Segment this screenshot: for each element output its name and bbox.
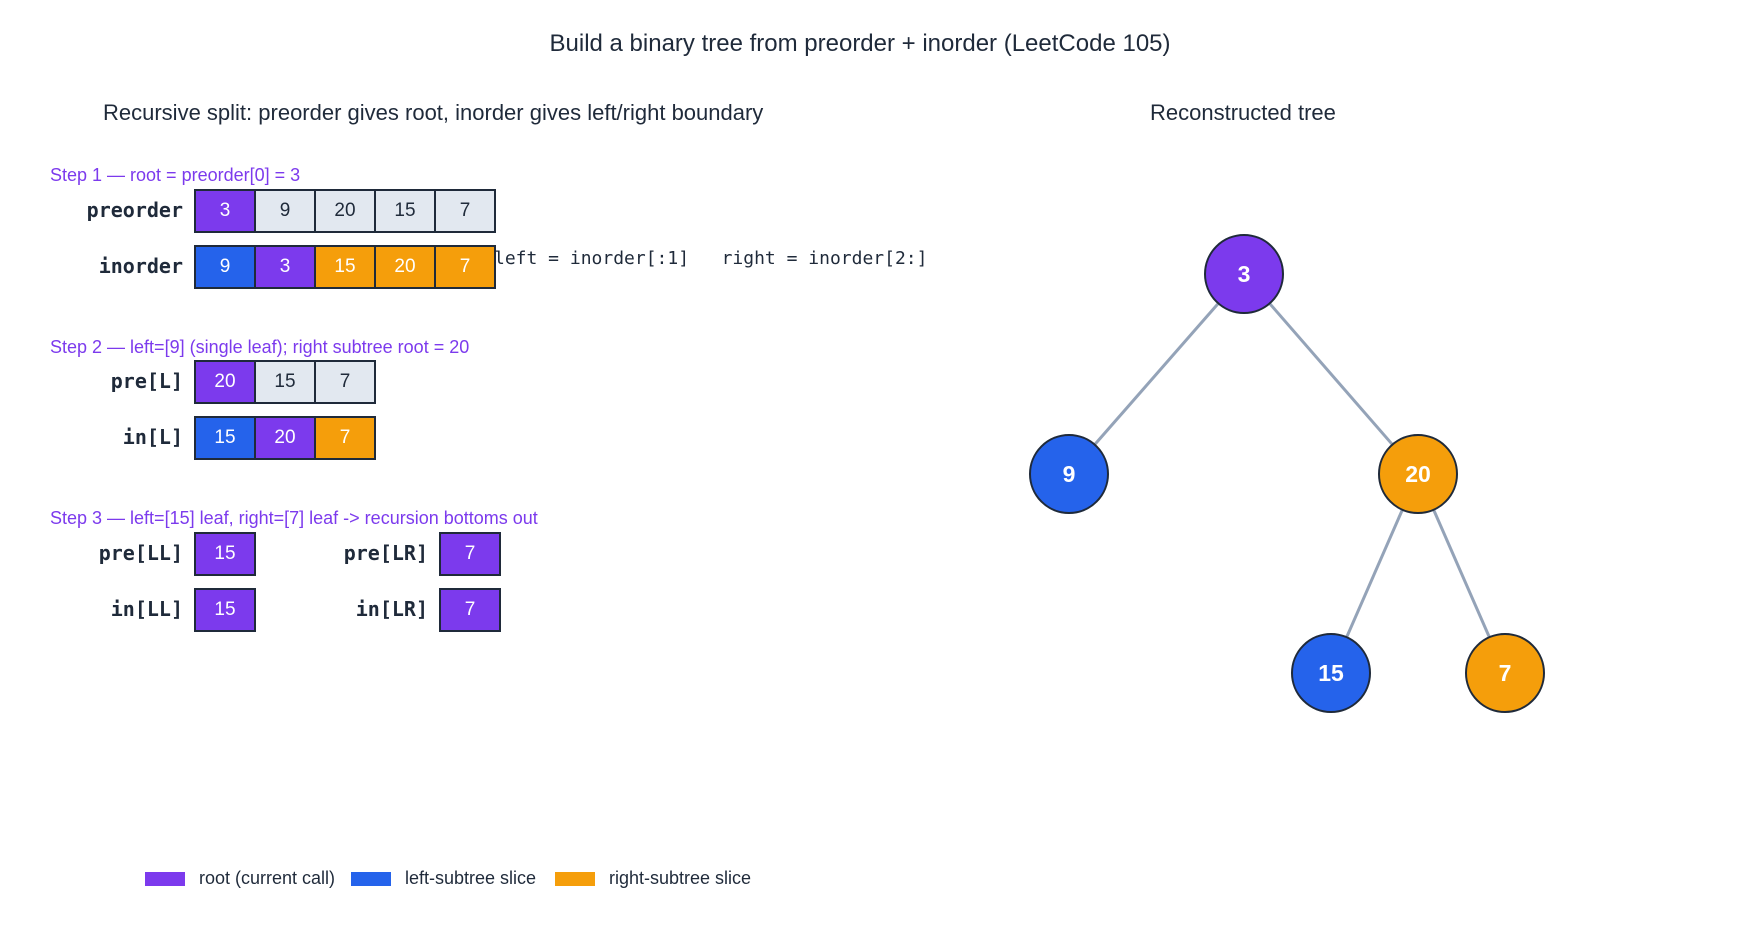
pre-ll-array: 15: [194, 532, 256, 576]
array-cell: 3: [256, 247, 316, 287]
array-cell: 7: [316, 418, 376, 458]
row-label-preorder: preorder: [86, 198, 183, 222]
legend-label: left-subtree slice: [405, 868, 537, 888]
row-label-in-lr: in[LR]: [355, 597, 428, 621]
array-cell: 20: [196, 362, 256, 402]
main-title: Build a binary tree from preorder + inor…: [549, 30, 1171, 57]
legend-item-left: left-subtree slice: [351, 868, 536, 889]
tree-node-label: 15: [1318, 660, 1344, 686]
tree-node: 7: [1465, 633, 1545, 713]
tree-node: 20: [1378, 434, 1458, 514]
array-cell: 15: [196, 534, 256, 574]
tree-edge: [1268, 302, 1394, 446]
in-lr-array: 7: [439, 588, 501, 632]
array-cell: 20: [376, 247, 436, 287]
legend-swatch: [555, 871, 595, 886]
array-cell: 7: [316, 362, 376, 402]
array-cell: 9: [196, 247, 256, 287]
tree-node: 9: [1029, 434, 1109, 514]
tree-node-circle: [1029, 434, 1109, 514]
array-cell: 3: [196, 191, 256, 231]
tree-node-circle: [1204, 234, 1284, 314]
in-ll-array: 15: [194, 588, 256, 632]
tree-node-circle: [1465, 633, 1545, 713]
right-panel-title: Reconstructed tree: [1150, 100, 1336, 125]
preorder-array: 3 9 20 15 7: [194, 189, 496, 233]
legend-swatch: [145, 871, 185, 886]
array-cell: 15: [316, 247, 376, 287]
row-label-pre-l: pre[L]: [110, 369, 183, 393]
tree-node-label: 3: [1238, 261, 1251, 287]
tree-node-circle: [1291, 633, 1371, 713]
in-l-array: 15 20 7: [194, 416, 376, 460]
tree-node-label: 9: [1063, 461, 1076, 487]
array-cell: 9: [256, 191, 316, 231]
legend-item-root: root (current call): [145, 868, 335, 889]
tree-nodes: 3 9 20 15 7: [1029, 234, 1545, 713]
step-1-label: Step 1 — root = preorder[0] = 3: [50, 165, 301, 185]
tree-edge: [1093, 302, 1220, 446]
legend-label: right-subtree slice: [609, 868, 752, 888]
array-cell: 7: [436, 191, 496, 231]
tree-node-label: 7: [1499, 660, 1512, 686]
legend-label: root (current call): [199, 868, 336, 888]
tree-node-label: 20: [1405, 461, 1431, 487]
tree-node-circle: [1378, 434, 1458, 514]
row-label-pre-ll: pre[LL]: [98, 541, 183, 565]
tree-node: 15: [1291, 633, 1371, 713]
tree-edges: [1093, 302, 1491, 638]
tree-edge: [1432, 509, 1491, 638]
legend-swatch: [351, 871, 391, 886]
tree-edge: [1345, 509, 1404, 638]
row-label-inorder: inorder: [98, 254, 183, 278]
tree-node: 3: [1204, 234, 1284, 314]
left-panel-title: Recursive split: preorder gives root, in…: [103, 100, 764, 125]
legend-item-right: right-subtree slice: [555, 868, 751, 889]
array-cell: 20: [256, 418, 316, 458]
pre-lr-array: 7: [439, 532, 501, 576]
row-label-in-ll: in[LL]: [110, 597, 183, 621]
array-cell: 15: [196, 590, 256, 630]
step-3-label: Step 3 — left=[15] leaf, right=[7] leaf …: [50, 508, 538, 528]
row-label-in-l: in[L]: [122, 425, 183, 449]
array-cell: 15: [256, 362, 316, 402]
inorder-array: 9 3 15 20 7: [194, 245, 496, 289]
array-cell: 15: [196, 418, 256, 458]
array-cell: 15: [376, 191, 436, 231]
pre-l-array: 20 15 7: [194, 360, 376, 404]
array-cell: 7: [441, 590, 501, 630]
slice-note: left = inorder[:1] right = inorder[2:]: [494, 248, 928, 269]
array-cell: 7: [441, 534, 501, 574]
step-2-label: Step 2 — left=[9] (single leaf); right s…: [50, 337, 470, 357]
array-cell: 7: [436, 247, 496, 287]
array-cell: 20: [316, 191, 376, 231]
row-label-pre-lr: pre[LR]: [343, 541, 428, 565]
